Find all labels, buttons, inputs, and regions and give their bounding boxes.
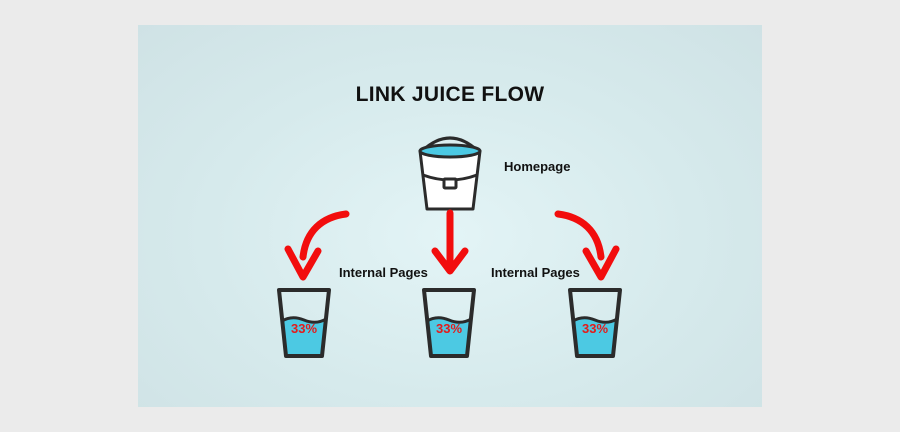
glass-left-percent: 33%: [291, 321, 317, 336]
homepage-label: Homepage: [504, 159, 571, 174]
arrow-left-icon: [284, 210, 350, 281]
glass-left-icon: 33%: [277, 288, 331, 358]
bucket-icon: [418, 136, 482, 211]
diagram-title: LINK JUICE FLOW: [355, 83, 545, 106]
internal-pages-label-right: Internal Pages: [491, 265, 580, 280]
glass-center-percent: 33%: [436, 321, 462, 336]
arrow-right-icon: [554, 210, 620, 281]
glass-right-percent: 33%: [582, 321, 608, 336]
arrow-center-icon: [431, 209, 469, 275]
internal-pages-label-left: Internal Pages: [339, 265, 428, 280]
glass-center-icon: 33%: [422, 288, 476, 358]
diagram-panel: LINK JUICE FLOW Homepage Internal Pages …: [138, 25, 762, 407]
glass-right-icon: 33%: [568, 288, 622, 358]
